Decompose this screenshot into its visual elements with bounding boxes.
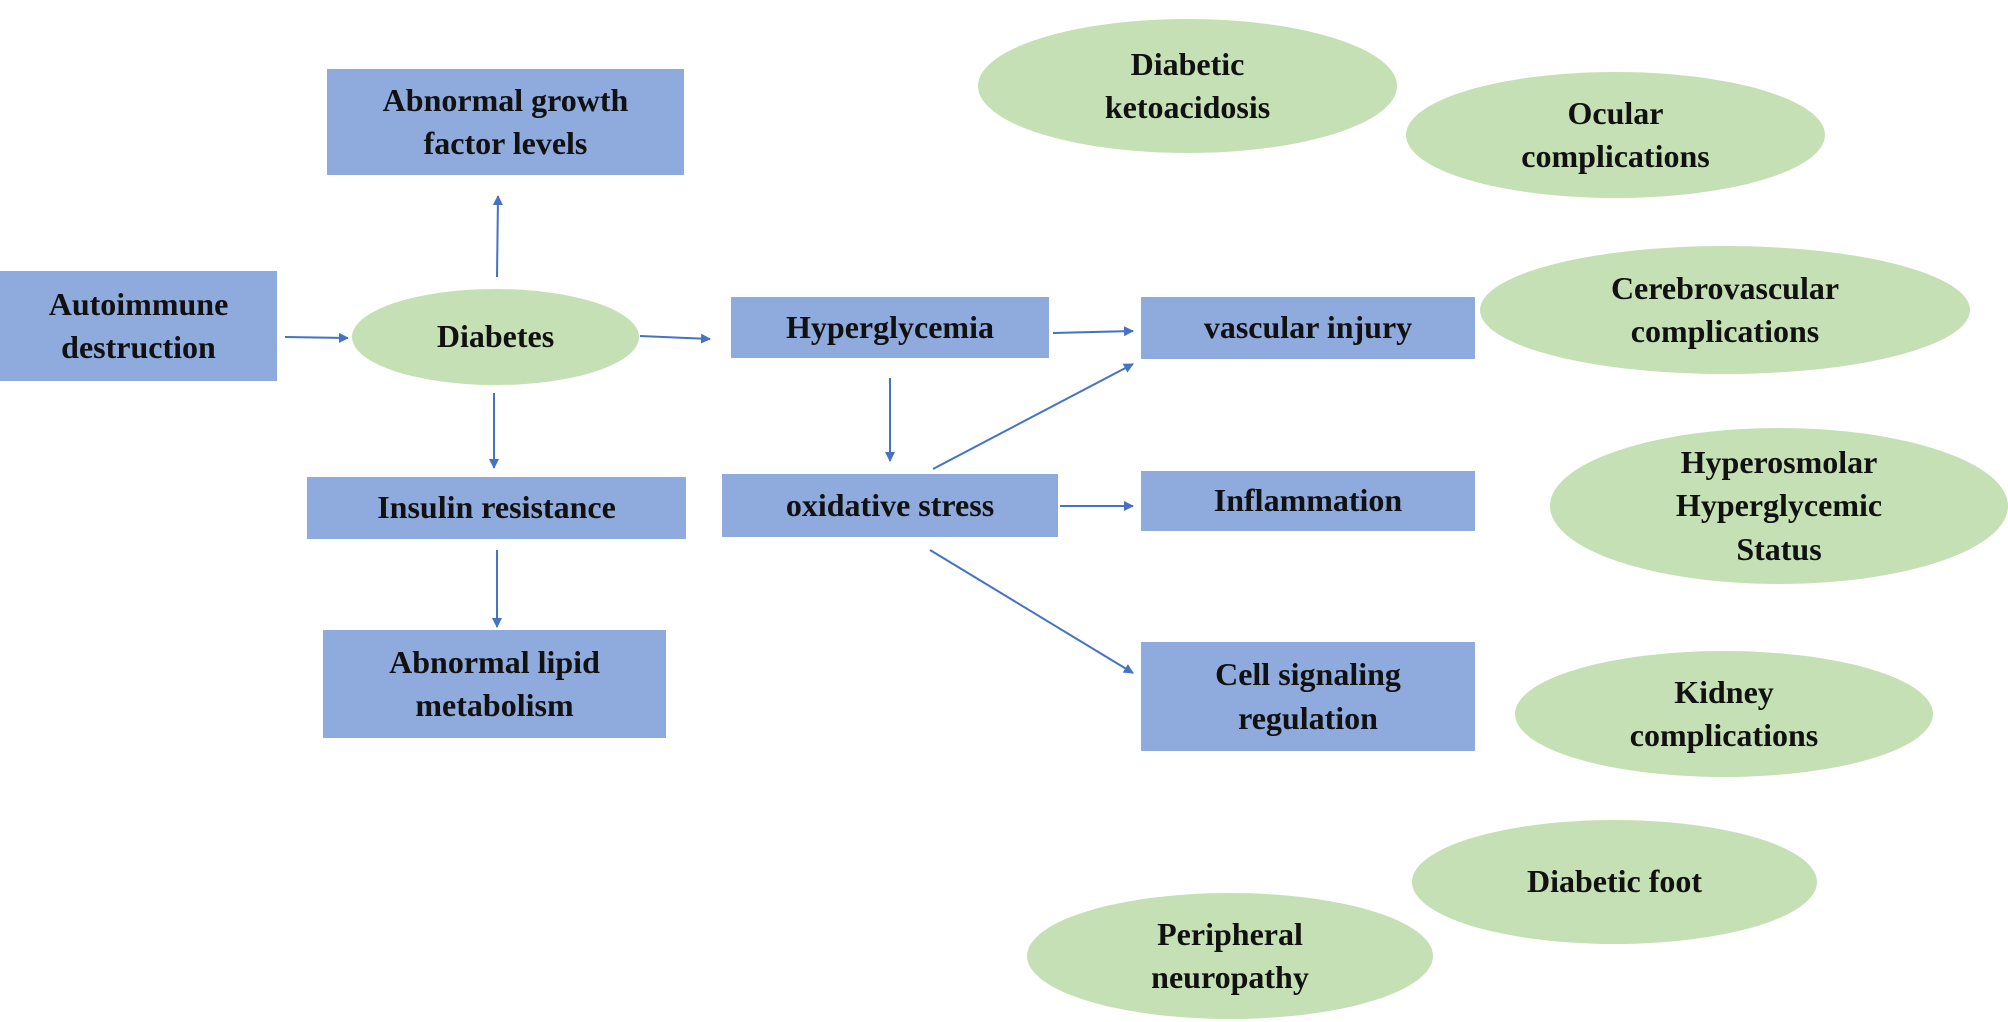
arrow-oxidative-to-cell-signaling	[929, 549, 1134, 674]
node-peripheral-neuropathy: Peripheral neuropathy	[1027, 893, 1433, 1019]
node-autoimmune-destruction: Autoimmune destruction	[0, 271, 277, 381]
node-inflammation: Inflammation	[1141, 471, 1475, 531]
node-oxidative-stress: oxidative stress	[722, 474, 1058, 537]
arrow-diabetes-to-hyperglycemia	[639, 333, 711, 344]
arrow-autoimmune-to-diabetes	[284, 332, 349, 343]
node-kidney-complications: Kidney complications	[1515, 651, 1933, 777]
node-diabetic-foot: Diabetic foot	[1412, 820, 1817, 944]
node-hyperglycemia: Hyperglycemia	[731, 297, 1049, 358]
arrow-hyperglycemia-to-vascular-injury	[1052, 326, 1134, 337]
node-vascular-injury: vascular injury	[1141, 297, 1475, 359]
node-hyperosmolar-hyperglycemic-status: Hyperosmolar Hyperglycemic Status	[1550, 428, 2008, 584]
node-diabetes: Diabetes	[352, 289, 639, 385]
node-abnormal-growth-factor-levels: Abnormal growth factor levels	[327, 69, 684, 175]
arrow-diabetes-to-growth-factor	[492, 195, 503, 278]
node-diabetic-ketoacidosis: Diabetic ketoacidosis	[978, 19, 1397, 153]
node-insulin-resistance: Insulin resistance	[307, 477, 686, 539]
node-cerebrovascular-complications: Cerebrovascular complications	[1480, 246, 1970, 374]
node-cell-signaling-regulation: Cell signaling regulation	[1141, 642, 1475, 751]
node-abnormal-lipid-metabolism: Abnormal lipid metabolism	[323, 630, 666, 738]
node-ocular-complications: Ocular complications	[1406, 72, 1825, 198]
arrow-oxidative-to-vascular-injury	[932, 363, 1134, 470]
